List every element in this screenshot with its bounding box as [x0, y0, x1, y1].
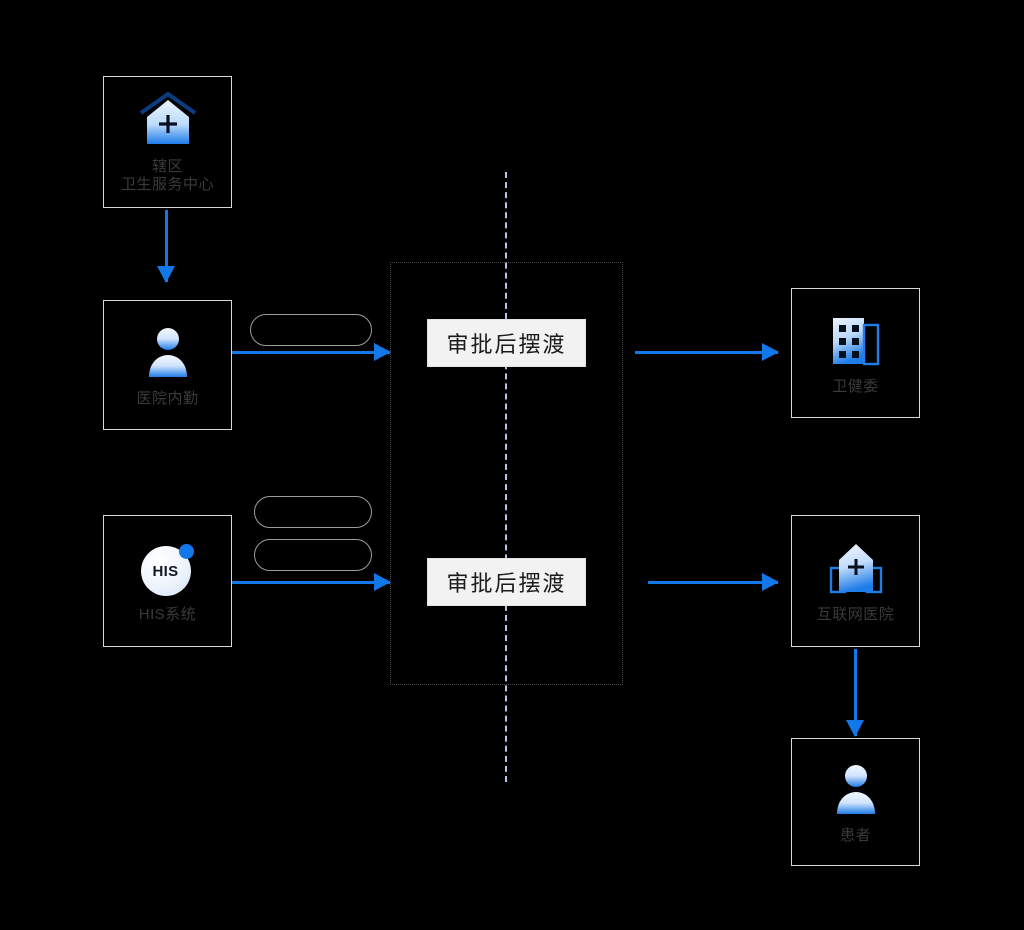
node-internet-hospital[interactable]: 互联网医院: [791, 515, 920, 647]
node-label: HIS系统: [138, 606, 197, 623]
network-divider-line: [505, 172, 507, 782]
arrow-ferry-upper-to-commission: [635, 351, 778, 354]
person-icon: [829, 759, 883, 821]
person-icon: [141, 322, 195, 384]
arrow-his-to-ferry-lower: [232, 581, 390, 584]
node-label: 卫健委: [832, 378, 879, 395]
arrow-staff-to-ferry-upper: [232, 351, 390, 354]
process-box-label: 审批后摆渡: [446, 571, 567, 596]
node-patient[interactable]: 患者: [791, 738, 920, 866]
his-status-dot-icon: [178, 544, 194, 559]
node-hospital-staff[interactable]: 医院内勤: [103, 300, 232, 430]
pill-lower-2: [254, 539, 372, 571]
government-building-icon: [827, 310, 885, 372]
arrow-internet-hospital-to-patient: [854, 649, 857, 736]
process-box-ferry-lower[interactable]: 审批后摆渡: [427, 558, 586, 606]
node-his-system[interactable]: HIS HIS系统: [103, 515, 232, 647]
node-label: 患者: [839, 827, 871, 844]
node-label: 互联网医院: [816, 606, 895, 623]
pill-lower-1: [254, 496, 372, 528]
his-badge-label: HIS: [152, 562, 179, 580]
his-badge-icon: HIS: [140, 538, 195, 600]
process-box-label: 审批后摆渡: [446, 332, 567, 357]
node-community-health-center[interactable]: 辖区 卫生服务中心: [103, 76, 232, 208]
node-health-commission[interactable]: 卫健委: [791, 288, 920, 418]
arrow-ferry-lower-to-internet-hospital: [648, 581, 778, 584]
process-box-ferry-upper[interactable]: 审批后摆渡: [427, 319, 586, 367]
node-label: 医院内勤: [136, 390, 199, 407]
pill-upper-1: [250, 314, 372, 346]
hospital-building-cross-icon: [825, 538, 887, 600]
arrow-center-to-staff: [165, 210, 168, 282]
node-label: 辖区 卫生服务中心: [120, 158, 214, 193]
hospital-house-cross-icon: [137, 90, 199, 152]
